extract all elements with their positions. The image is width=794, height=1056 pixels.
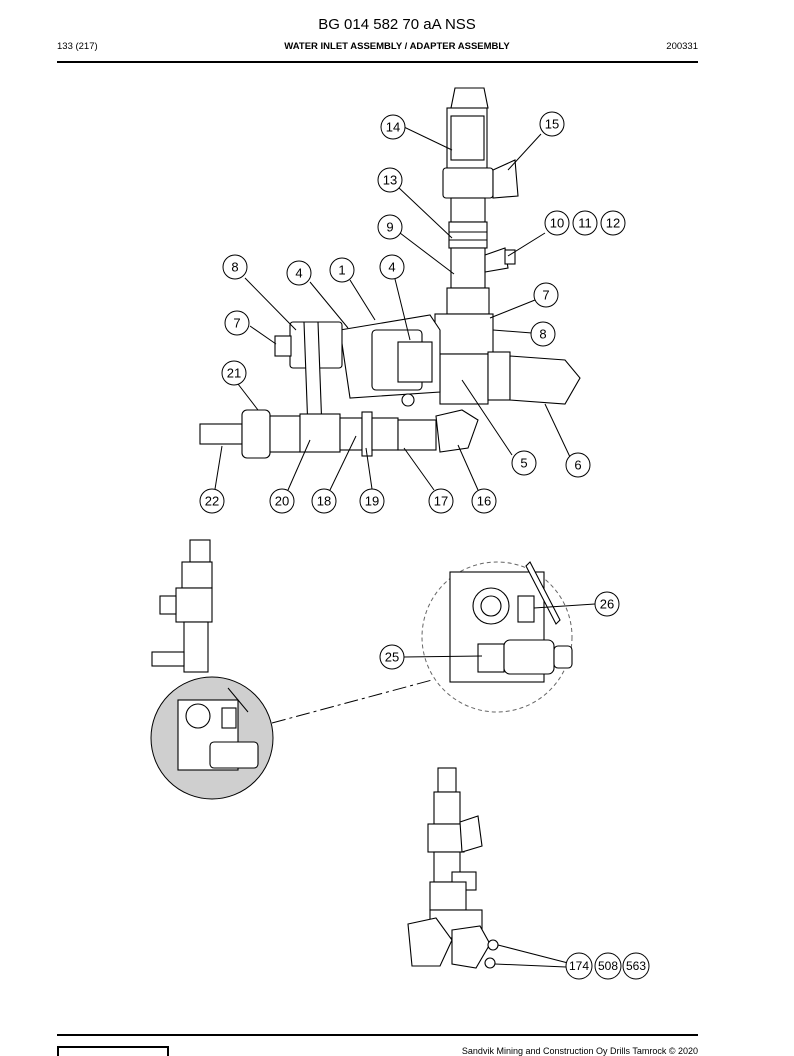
callout-22: 22 [199,488,225,514]
svg-text:26: 26 [600,597,614,612]
callout-8: 8 [530,321,556,347]
sandvik-logo [57,1046,169,1056]
svg-text:20: 20 [275,494,289,509]
callout-21: 21 [221,360,247,386]
callout-508: 508 [594,952,622,980]
leader-lines [214,126,571,491]
callout-1: 1 [329,257,355,283]
svg-text:10: 10 [550,216,564,231]
callout-7: 7 [533,282,559,308]
svg-text:16: 16 [477,494,491,509]
svg-text:8: 8 [231,260,238,275]
svg-text:1: 1 [338,263,345,278]
svg-text:18: 18 [317,494,331,509]
svg-text:25: 25 [385,650,399,665]
main-assembly-illustration [199,87,581,459]
svg-text:508: 508 [598,959,618,973]
detail-view-illustration [403,561,596,713]
callout-12: 12 [600,210,626,236]
svg-text:19: 19 [365,494,379,509]
callout-7: 7 [224,310,250,336]
callout-25: 25 [379,644,405,670]
callout-15: 15 [539,111,565,137]
callout-13: 13 [377,167,403,193]
callout-8: 8 [222,254,248,280]
svg-text:4: 4 [388,260,395,275]
svg-text:4: 4 [295,266,302,281]
svg-text:17: 17 [434,494,448,509]
svg-text:9: 9 [386,220,393,235]
date-code: 200331 [666,41,698,52]
callout-4: 4 [286,260,312,286]
callout-5: 5 [511,450,537,476]
callout-14: 14 [380,114,406,140]
svg-text:5: 5 [520,456,527,471]
svg-text:11: 11 [578,216,592,231]
callout-4: 4 [379,254,405,280]
svg-text:563: 563 [626,959,646,973]
header-rule [57,61,698,63]
section-title: WATER INLET ASSEMBLY / ADAPTER ASSEMBLY [284,41,510,52]
footer-copyright: Sandvik Mining and Construction Oy Drill… [461,1046,698,1056]
detail-connector-line [271,679,433,724]
svg-text:22: 22 [205,494,219,509]
svg-text:13: 13 [383,173,397,188]
svg-text:7: 7 [233,316,240,331]
svg-text:174: 174 [569,959,589,973]
svg-text:8: 8 [539,327,546,342]
svg-text:7: 7 [542,288,549,303]
callout-6: 6 [565,452,591,478]
svg-text:14: 14 [386,120,400,135]
overview-illustration [150,539,274,800]
adapter-assembly-illustration [407,767,569,969]
callout-10: 10 [544,210,570,236]
page-number: 133 (217) [57,41,98,52]
callout-563: 563 [622,952,650,980]
callout-11: 11 [572,210,598,236]
callout-17: 17 [428,488,454,514]
callout-18: 18 [311,488,337,514]
document-number: BG 014 582 70 aA NSS [318,16,476,33]
callout-26: 26 [594,591,620,617]
svg-text:12: 12 [606,216,620,231]
callout-16: 16 [471,488,497,514]
svg-text:6: 6 [574,458,581,473]
svg-text:21: 21 [227,366,241,381]
callout-20: 20 [269,488,295,514]
footer-rule [57,1034,698,1036]
callout-9: 9 [377,214,403,240]
callout-174: 174 [565,952,593,980]
callout-19: 19 [359,488,385,514]
svg-text:15: 15 [545,117,559,132]
